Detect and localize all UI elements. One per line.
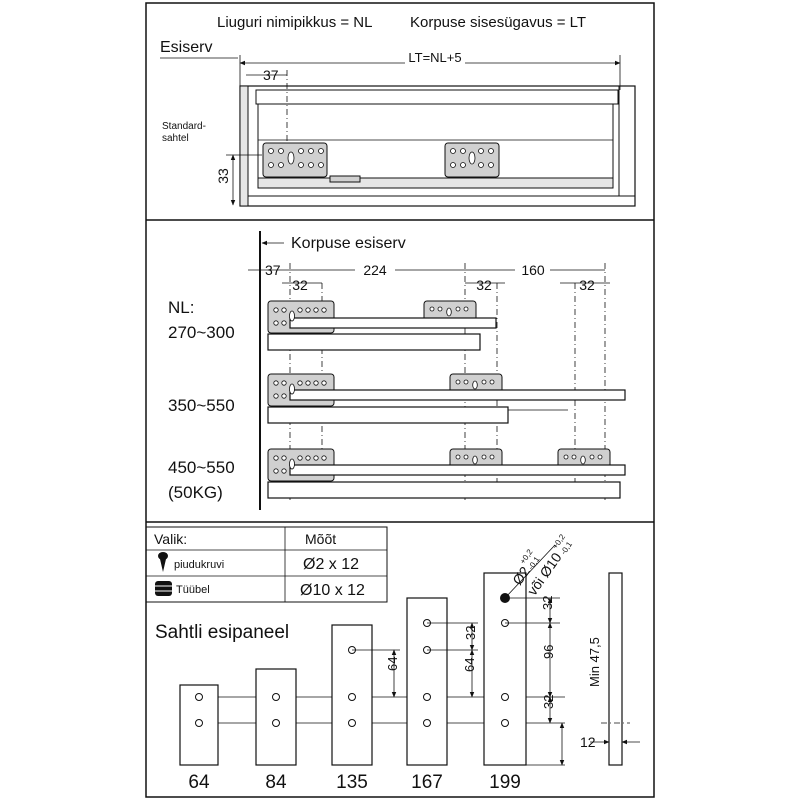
front-edge-label: Esiserv bbox=[160, 39, 212, 56]
dim-min475-label: Min 47,5 bbox=[587, 637, 602, 687]
dim-32b-label: 32 bbox=[540, 596, 555, 610]
cabinet-front-edge-label: Korpuse esiserv bbox=[291, 235, 406, 252]
options-table: Valik: Mõõt piudukruvi Ø2 x 12 Tüübel Ø1… bbox=[145, 526, 388, 603]
top-bracket-rear bbox=[444, 142, 500, 178]
panel-135-label: 135 bbox=[336, 772, 368, 793]
lt-label-bg bbox=[405, 50, 465, 66]
mid-dim-32b: 32 bbox=[476, 277, 492, 293]
dim-160-bg bbox=[515, 261, 550, 277]
slide-270-300 bbox=[267, 300, 497, 351]
screw-icon bbox=[158, 552, 168, 572]
dim-32c-label: 32 bbox=[541, 695, 556, 709]
mid-dim-32c: 32 bbox=[579, 277, 595, 293]
top-section: Liuguri nimipikkus = NL Korpuse sisesüga… bbox=[160, 14, 636, 207]
slide-clip bbox=[329, 175, 361, 183]
panel-64 bbox=[179, 684, 219, 766]
top-bracket-front bbox=[262, 142, 328, 178]
table-row1-name: piudukruvi bbox=[174, 559, 224, 571]
dowel-icon bbox=[155, 581, 172, 596]
drawer-front-panel bbox=[239, 85, 249, 207]
nl-label: NL: bbox=[168, 298, 194, 317]
table-header-option: Valik: bbox=[154, 531, 187, 547]
mid-dim-32a: 32 bbox=[292, 277, 308, 293]
hole-callout-dot bbox=[500, 593, 510, 603]
drawer-label-line1: Standard- bbox=[162, 121, 206, 132]
drawer-top-rail bbox=[255, 89, 619, 105]
mid-dim-37: 37 bbox=[265, 262, 281, 278]
nl-range-3: 450~550 bbox=[168, 458, 235, 477]
panel-199-label: 199 bbox=[489, 772, 521, 793]
panel-84-label: 84 bbox=[265, 772, 287, 793]
table-row2-value: Ø10 x 12 bbox=[300, 582, 365, 599]
dim-224-bg bbox=[355, 261, 395, 277]
dim-96-label: 96 bbox=[541, 645, 556, 659]
panel-135 bbox=[331, 624, 373, 766]
dim-64a-label: 64 bbox=[385, 657, 400, 671]
dim-33-label: 33 bbox=[215, 168, 231, 184]
table-row2-name: Tüübel bbox=[176, 584, 210, 596]
nl-definition: Liuguri nimipikkus = NL bbox=[217, 14, 373, 31]
dim-37-label: 37 bbox=[263, 67, 279, 83]
bottom-section: Sahtli esipaneel 64 84 64 135 bbox=[155, 532, 640, 793]
slide-350-550 bbox=[267, 373, 626, 424]
drawer-slide-rail bbox=[257, 177, 614, 189]
dim-32a-label: 32 bbox=[463, 626, 478, 640]
table-row1-value: Ø2 x 12 bbox=[303, 556, 359, 573]
middle-section: Korpuse esiserv 37 224 160 32 32 32 NL: … bbox=[168, 231, 626, 510]
hole-callout-leader bbox=[504, 544, 556, 599]
mid-dim-224: 224 bbox=[363, 262, 387, 278]
panel-167 bbox=[406, 597, 448, 766]
panel-84 bbox=[255, 668, 297, 766]
front-panel-title: Sahtli esipaneel bbox=[155, 622, 289, 643]
dim-64b-label: 64 bbox=[462, 658, 477, 672]
slide-450-550-50kg bbox=[267, 448, 626, 499]
mid-dim-160: 160 bbox=[521, 262, 545, 278]
panel-side-profile bbox=[608, 572, 623, 766]
panel-64-label: 64 bbox=[188, 772, 210, 793]
outer-frame bbox=[145, 2, 655, 798]
nl-range-1: 270~300 bbox=[168, 323, 235, 342]
cabinet-back-wall bbox=[618, 85, 636, 197]
drawer-label-line2: sahtel bbox=[162, 133, 189, 144]
dim-12-label: 12 bbox=[580, 734, 596, 750]
table-frame bbox=[145, 526, 388, 603]
nl-range-2: 350~550 bbox=[168, 396, 235, 415]
lt-definition: Korpuse sisesügavus = LT bbox=[410, 14, 586, 31]
nl-range-3-load: (50KG) bbox=[168, 483, 223, 502]
table-header-size: Mõõt bbox=[305, 531, 336, 547]
panel-167-label: 167 bbox=[411, 772, 443, 793]
lt-formula-label: LT=NL+5 bbox=[408, 50, 461, 65]
